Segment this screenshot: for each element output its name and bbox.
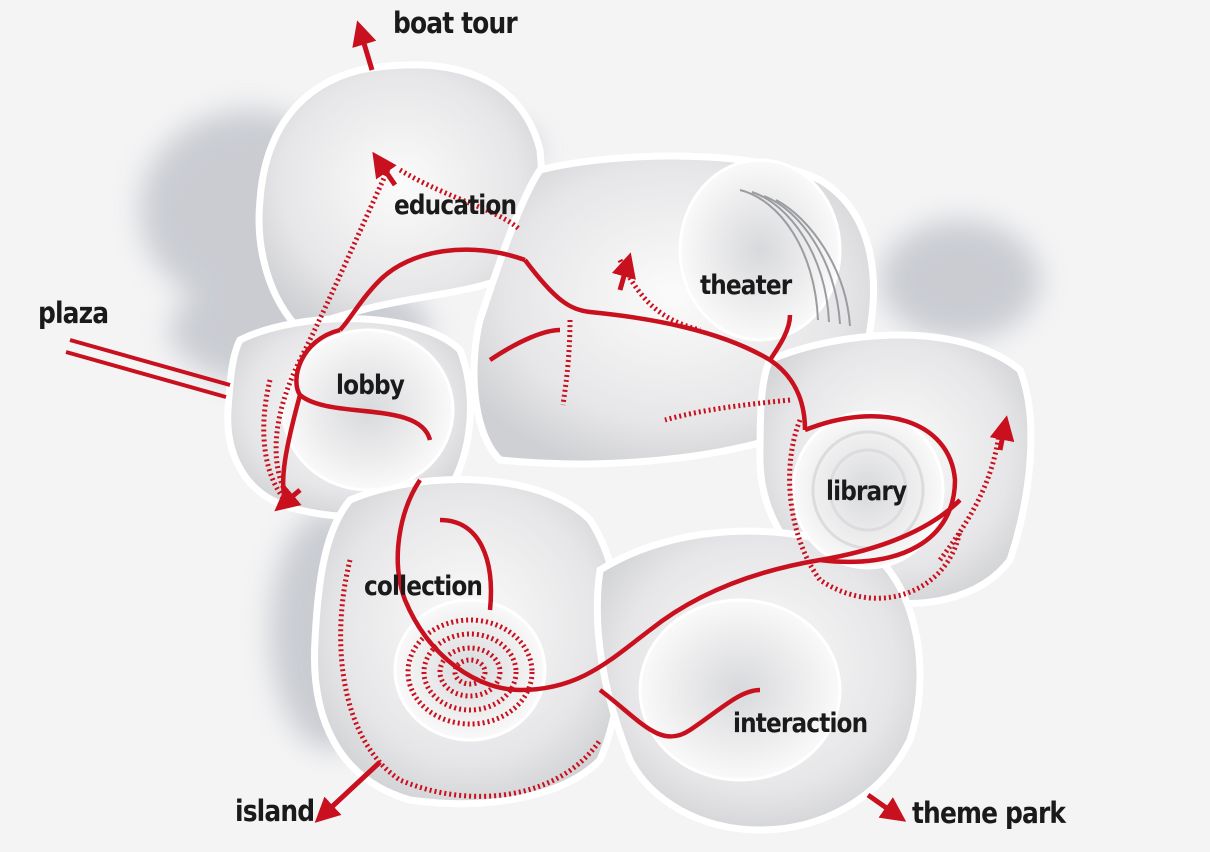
plaza-entry-lines [65,338,231,399]
theater-seating [739,189,851,327]
education-arrow [372,151,398,187]
label-theme-park: theme park [912,796,1066,830]
label-island: island [235,794,315,828]
label-lobby: lobby [336,370,405,401]
collection-spiral [405,617,535,727]
main-route [280,247,962,739]
secondary-routes [261,163,1003,799]
lobby-exit-arrow [274,485,302,512]
theme-park-arrow [866,792,907,822]
label-interaction: interaction [733,708,868,739]
library-exit-arrow [989,415,1015,451]
boat-tour-arrow [352,20,377,71]
exit-arrows [274,20,1015,823]
theater-arrow [611,252,636,291]
label-plaza: plaza [38,296,109,330]
label-library: library [826,476,907,507]
label-theater: theater [700,270,792,301]
label-boat-tour: boat tour [393,6,518,40]
label-collection: collection [364,571,483,602]
label-education: education [394,190,517,221]
pod-education [255,61,546,335]
island-arrow [314,760,382,823]
